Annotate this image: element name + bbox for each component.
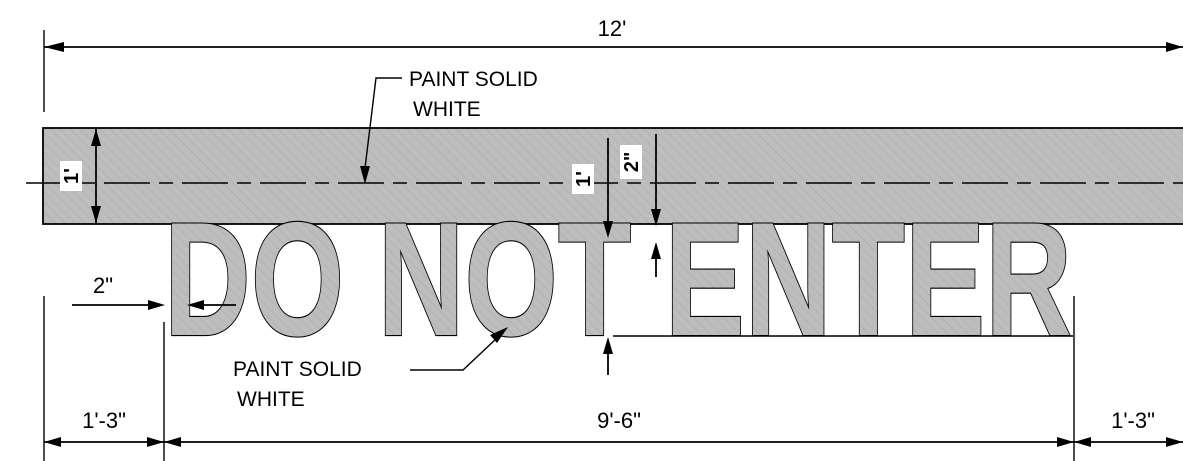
stripe-note-leader xyxy=(364,77,402,169)
bottom-arrow-4 xyxy=(1057,437,1074,447)
letters-note-arrow xyxy=(490,327,508,343)
letters-note-line2: WHITE xyxy=(237,388,305,411)
gap-label-box xyxy=(572,164,594,194)
stroke-arrow-left xyxy=(187,300,204,310)
left-margin-label: 1'-3" xyxy=(82,408,126,433)
gap-label: 1' xyxy=(573,171,595,187)
stripe-height-label-box xyxy=(60,161,82,191)
baseline-arrow-up xyxy=(603,337,613,354)
overall-arrow-right xyxy=(1166,42,1183,52)
bottom-arrow-2 xyxy=(147,437,164,447)
bottom-arrow-1 xyxy=(44,437,61,447)
tick-arrow-up xyxy=(651,242,661,259)
legend-length-label: 9'-6" xyxy=(597,408,641,433)
overall-width-label: 12' xyxy=(598,16,627,41)
overall-arrow-left xyxy=(44,42,64,52)
right-margin-label: 1'-3" xyxy=(1111,408,1155,433)
tick-arrow-down xyxy=(651,209,661,226)
do-not-enter-lettering: DO NOT ENTER xyxy=(164,189,1072,370)
gap-arrow-down xyxy=(603,221,613,238)
letters-note-leader xyxy=(410,337,498,371)
painted-stripe xyxy=(42,127,1183,225)
stroke-arrow-right xyxy=(148,300,165,310)
stripe-height-label: 1' xyxy=(61,168,83,184)
stroke-width-label: 2" xyxy=(93,273,113,298)
stripe-note-arrow xyxy=(360,166,370,184)
stripe-height-arrow-bottom xyxy=(91,206,101,223)
bottom-arrow-3 xyxy=(164,437,181,447)
tick-label: 2" xyxy=(621,152,643,173)
bottom-arrow-5 xyxy=(1074,437,1091,447)
letters-note-line1: PAINT SOLID xyxy=(233,358,362,381)
stripe-note-line2: WHITE xyxy=(413,98,481,121)
tick-label-box xyxy=(620,145,642,179)
bottom-arrow-6 xyxy=(1166,437,1183,447)
stripe-note-line1: PAINT SOLID xyxy=(409,68,538,91)
stripe-height-arrow-top xyxy=(91,129,101,146)
